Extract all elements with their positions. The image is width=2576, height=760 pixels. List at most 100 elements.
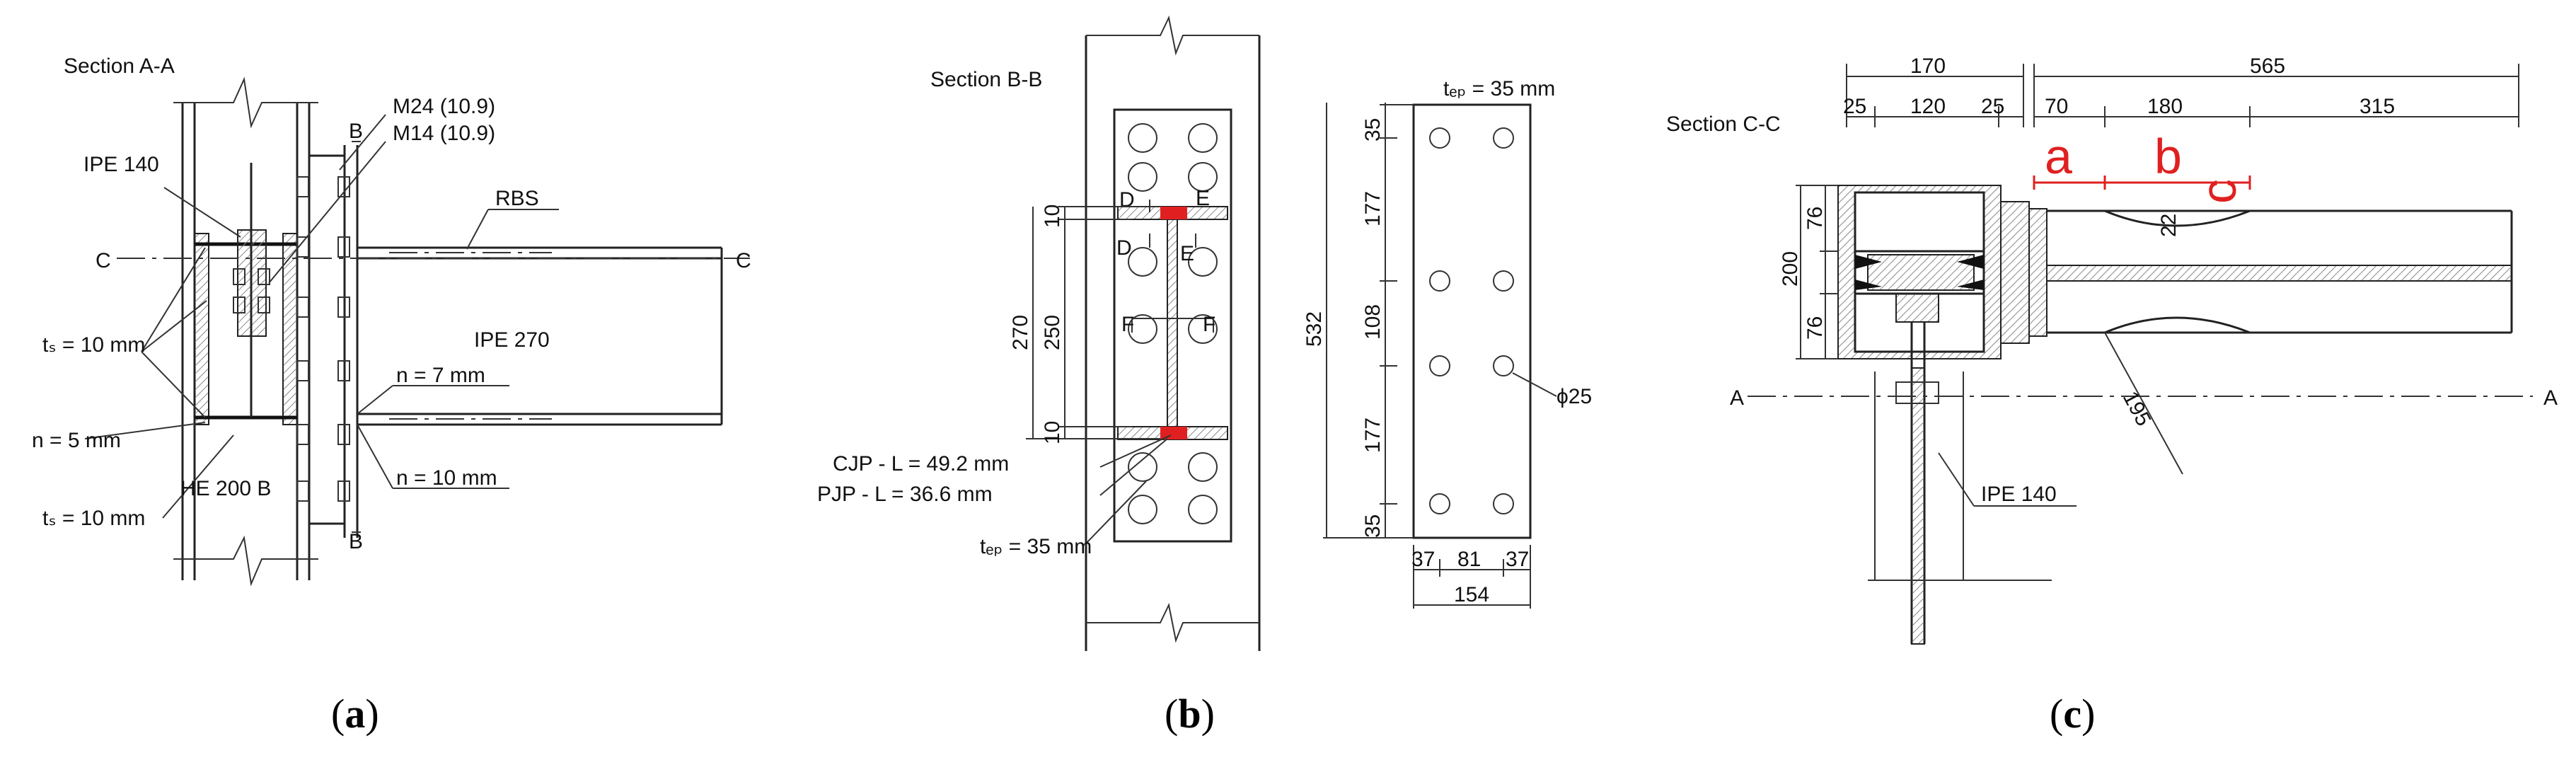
weld-cjp-top (1160, 207, 1187, 219)
bolt-m14-icon (233, 268, 246, 285)
bolt-m24-icon (337, 176, 350, 197)
label-phi25: ϕ25 (1556, 385, 1592, 408)
label-rbs-b: b (2154, 129, 2182, 184)
leaders-a (84, 114, 559, 533)
dim-top-315: 315 (2360, 95, 2395, 118)
dim-top-565: 565 (2250, 54, 2285, 78)
label-he200b: HE 200 B (180, 477, 271, 500)
end-plate-b (1113, 108, 1232, 543)
dim-22: 22 (2157, 214, 2181, 237)
panel-a-title: Section A-A (64, 54, 175, 78)
bolt-icon (1128, 162, 1157, 192)
label-rbs: RBS (495, 187, 539, 210)
label-tep-plate: tₑₚ = 35 mm (1443, 77, 1555, 100)
bolt-m24-icon (337, 360, 350, 381)
label-e-top: E (1196, 187, 1210, 210)
label-ipe270: IPE 270 (474, 328, 550, 352)
label-rbs-c: c (2191, 179, 2246, 204)
dim-left-76-bottom: 76 (1803, 316, 1827, 340)
label-ts-bottom: tₛ = 10 mm (42, 507, 145, 530)
bolt-icon (1128, 247, 1157, 277)
bolt-icon (1188, 123, 1218, 153)
radius-leader (2104, 332, 2183, 475)
label-d-mid: D (1116, 236, 1132, 260)
dim-left-76-top: 76 (1803, 207, 1827, 230)
column-section-c (1837, 185, 2002, 359)
label-f-right: F (1203, 313, 1215, 336)
label-c-right: C (736, 249, 751, 272)
dim-top-180: 180 (2147, 95, 2183, 118)
bolt-m14-icon (258, 268, 270, 285)
bolt-m14-icon (258, 296, 270, 313)
dims-left-b (1026, 206, 1160, 439)
dim-right-35-bottom: 35 (1361, 514, 1385, 538)
label-cjp: CJP - L = 49.2 mm (833, 452, 1009, 476)
label-b-bottom: B (349, 530, 363, 553)
dim-left-10-bottom: 10 (1041, 421, 1064, 444)
bolts-b (1128, 123, 1218, 524)
dim-right-177-top: 177 (1361, 191, 1385, 226)
dim-right-177-bottom: 177 (1361, 418, 1385, 453)
bolt-icon (1188, 452, 1218, 482)
bolt-icon (1128, 314, 1157, 344)
label-ipe140: IPE 140 (83, 153, 159, 176)
dim-top-25-left: 25 (1843, 95, 1866, 118)
label-ipe140-c: IPE 140 (1981, 483, 2057, 506)
bolt-m24-icon (337, 480, 350, 502)
rbs-annotation (2033, 175, 2251, 190)
label-b-top: B (349, 120, 363, 143)
label-d-top: D (1119, 188, 1135, 212)
dim-195: 195 (2118, 388, 2156, 430)
dim-top-120: 120 (1910, 95, 1946, 118)
bolt-icon (1128, 123, 1157, 153)
bolt-icon (1128, 452, 1157, 482)
label-f-left: F (1121, 313, 1134, 336)
panel-c-title: Section C-C (1666, 113, 1781, 136)
dim-right-108: 108 (1361, 304, 1385, 340)
column-web-hatch-right (282, 233, 298, 425)
leaders-b (1085, 434, 1172, 544)
label-tep: tₑₚ = 35 mm (980, 535, 1092, 558)
dim-top-70: 70 (2045, 95, 2068, 118)
column-ipe140-c (1868, 293, 2052, 645)
label-n7: n = 7 mm (396, 364, 485, 387)
dim-right-35-top: 35 (1361, 118, 1385, 142)
dims-left-c (1796, 185, 1838, 359)
dim-bottom-154: 154 (1454, 583, 1489, 606)
label-m14: M14 (10.9) (393, 122, 495, 145)
bolt-icon (1128, 495, 1157, 524)
column-b (1085, 15, 1261, 651)
ipe140-stub (237, 163, 267, 418)
end-plate-a (233, 145, 359, 538)
label-m24: M24 (10.9) (393, 95, 495, 118)
dim-top-170: 170 (1910, 54, 1946, 78)
label-c-left: C (96, 249, 111, 272)
dim-left-200: 200 (1779, 251, 1802, 287)
caption-c: (c) (2050, 691, 2095, 737)
bolt-m24-icon (337, 296, 350, 318)
beam-section-b (1117, 200, 1228, 440)
dims-top-c (1846, 64, 2519, 127)
dim-left-250: 250 (1041, 315, 1064, 350)
caption-b: (b) (1165, 691, 1215, 737)
bolt-m24-icon (337, 236, 350, 258)
label-n5: n = 5 mm (32, 429, 121, 452)
dim-right-532: 532 (1303, 311, 1326, 347)
bolt-icon (1188, 247, 1218, 277)
panel-b: Section B-B (817, 15, 1592, 737)
label-pjp: PJP - L = 36.6 mm (817, 483, 993, 506)
panel-a: Section A-A (32, 54, 751, 737)
dim-left-270: 270 (1009, 315, 1032, 350)
plate-detail-b (1323, 103, 1557, 609)
dim-bottom-37-right: 37 (1506, 548, 1529, 571)
label-rbs-a: a (2045, 129, 2072, 184)
label-e-mid: E (1180, 242, 1194, 265)
panel-b-title: Section B-B (930, 68, 1042, 91)
column-web-hatch (194, 233, 209, 425)
bolt-icon (1188, 162, 1218, 192)
dim-left-10-top: 10 (1041, 205, 1064, 228)
dim-bottom-37-left: 37 (1411, 548, 1435, 571)
label-a-left: A (1730, 386, 1744, 410)
bolt-m14-icon (233, 296, 246, 313)
